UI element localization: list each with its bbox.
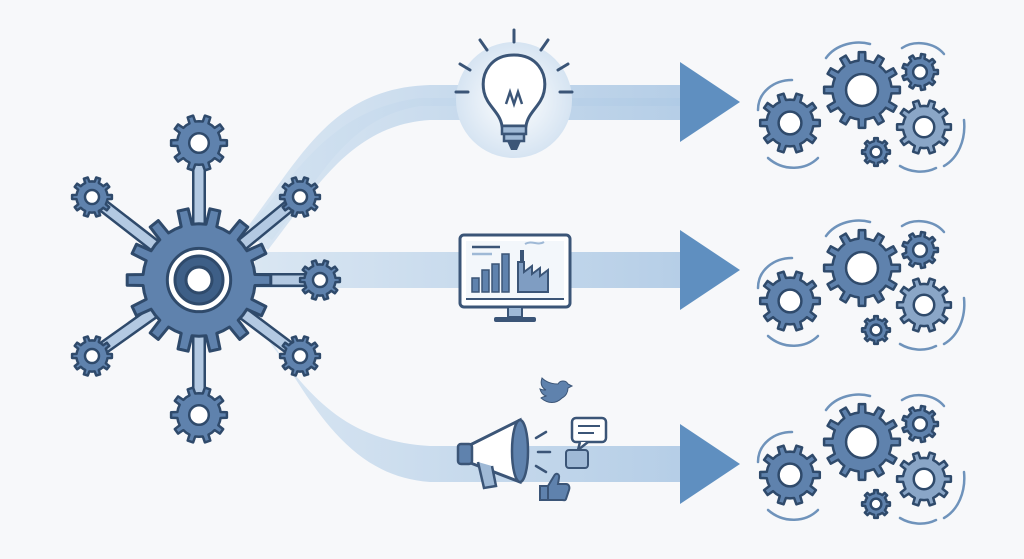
rotation-arrow-icon <box>824 41 872 60</box>
gear-icon <box>70 335 114 377</box>
gear-icon <box>860 314 892 346</box>
gear-icon <box>895 277 953 333</box>
central-gear-core <box>184 265 214 295</box>
gear-icon <box>169 386 229 444</box>
arrow-head-middle <box>680 230 740 310</box>
gear-icon <box>758 270 822 332</box>
gear-icon <box>901 404 940 444</box>
rotation-arrow-icon <box>900 219 946 234</box>
gear-cluster-icon <box>756 41 966 173</box>
gear-icon <box>822 228 902 308</box>
lightbulb-icon <box>454 28 574 158</box>
rotation-arrow-icon <box>900 393 946 408</box>
chat-bubble-icon <box>565 416 608 469</box>
gear-icon <box>901 230 940 270</box>
gear-cluster-icon <box>756 393 966 525</box>
rotation-arrow-icon <box>756 430 794 464</box>
gear-icon <box>895 451 953 507</box>
rotation-arrow-icon <box>942 296 966 346</box>
rotation-arrow-icon <box>756 78 794 112</box>
gear-icon <box>758 92 822 154</box>
outcome-gear-clusters <box>756 41 966 525</box>
flow-band-bottom <box>245 310 690 482</box>
gear-icon <box>895 99 953 155</box>
gear-icon <box>822 402 902 482</box>
central-gear-hub <box>70 114 342 444</box>
like-thumb-icon <box>539 472 571 502</box>
rotation-arrow-icon <box>756 256 794 290</box>
gear-icon <box>860 488 892 520</box>
rotation-arrow-icon <box>824 393 872 412</box>
rotation-arrow-icon <box>942 470 966 520</box>
rotation-arrow-icon <box>900 41 946 56</box>
rotation-arrow-icon <box>898 164 938 173</box>
arrow-head-bottom <box>680 424 740 504</box>
rotation-arrow-icon <box>766 508 820 521</box>
rotation-arrow-icon <box>766 334 820 347</box>
rotation-arrow-icon <box>898 516 938 525</box>
rotation-arrow-icon <box>942 118 966 168</box>
arrow-head-top <box>680 62 740 142</box>
megaphone-social-icon <box>456 377 608 502</box>
rotation-arrow-icon <box>898 342 938 351</box>
monitor-chart-factory-icon <box>458 233 572 322</box>
bird-icon <box>539 377 574 403</box>
gear-icon <box>278 335 322 377</box>
gear-icon <box>901 52 940 92</box>
rotation-arrow-icon <box>766 156 820 169</box>
gear-icon <box>860 136 892 168</box>
rotation-arrow-icon <box>824 219 872 238</box>
flow-band-top-fill <box>245 85 690 250</box>
gear-icon <box>278 176 322 218</box>
gear-icon <box>758 444 822 506</box>
gear-icon <box>298 259 342 301</box>
gear-icon <box>70 176 114 218</box>
gear-cluster-icon <box>756 219 966 351</box>
gear-icon <box>169 114 229 172</box>
gear-icon <box>822 50 902 130</box>
